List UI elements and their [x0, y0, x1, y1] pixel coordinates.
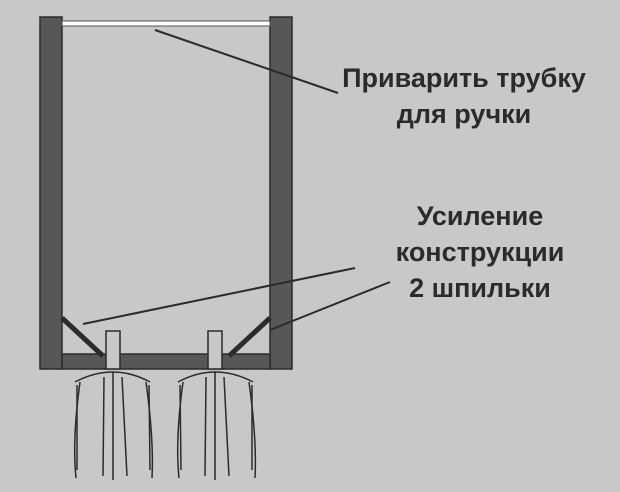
reinforcement-label-line-2: конструкции — [395, 237, 565, 267]
handle-tube-label-line-1: Приварить трубку — [342, 63, 586, 93]
right-frame-post — [269, 16, 293, 370]
left-pitchfork — [73, 371, 154, 480]
reinforcement-label-line-3: 2 шпильки — [409, 273, 551, 303]
leader-line-left-brace — [82, 267, 356, 325]
handle-tube — [61, 20, 271, 27]
handle-tube-label: Приварить трубку для ручки — [318, 60, 610, 132]
leader-line-handle — [154, 29, 339, 94]
reinforcement-label-line-1: Усиление — [416, 201, 544, 231]
right-brace-stud — [227, 316, 272, 358]
handle-tube-label-line-2: для ручки — [396, 99, 532, 129]
left-fork-socket — [105, 330, 121, 370]
reinforcement-label: Усиление конструкции 2 шпильки — [380, 198, 580, 306]
right-pitchfork — [176, 371, 257, 480]
right-fork-socket — [207, 330, 223, 370]
leader-line-right-brace — [269, 281, 391, 331]
bottom-crossbar — [61, 353, 271, 370]
left-brace-stud — [60, 316, 105, 358]
left-frame-post — [39, 16, 63, 370]
